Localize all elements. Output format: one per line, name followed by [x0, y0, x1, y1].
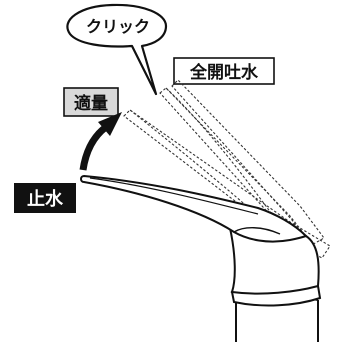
stop-label: 止水: [27, 188, 64, 210]
rotation-arrow-shaft: [79, 124, 109, 171]
rotation-arrow: [79, 112, 122, 171]
lever-handle-shape: [80, 175, 307, 243]
moderate-callout: 適量: [63, 87, 119, 117]
faucet-pipe: [235, 300, 319, 342]
moderate-label: 適量: [74, 93, 108, 114]
lever-moderate-outline: [123, 109, 331, 259]
lever-handle: [80, 175, 307, 243]
full-flow-box: [173, 57, 275, 85]
moderate-box: [63, 87, 119, 117]
full-flow-label: 全開吐水: [189, 62, 259, 83]
lever-handle-joint: [233, 227, 281, 235]
faucet-body: [228, 226, 322, 342]
lever-handle-ridge: [89, 177, 259, 215]
full-flow-callout: 全開吐水: [173, 57, 275, 85]
click-bubble-shape: [66, 3, 168, 96]
click-callout: クリック: [66, 3, 168, 96]
stop-callout: 止水: [14, 183, 76, 213]
rotation-arrow-head: [98, 112, 122, 136]
stop-box: [14, 183, 76, 213]
click-label: クリック: [86, 17, 150, 36]
lever-full-open-outline: [171, 79, 325, 247]
